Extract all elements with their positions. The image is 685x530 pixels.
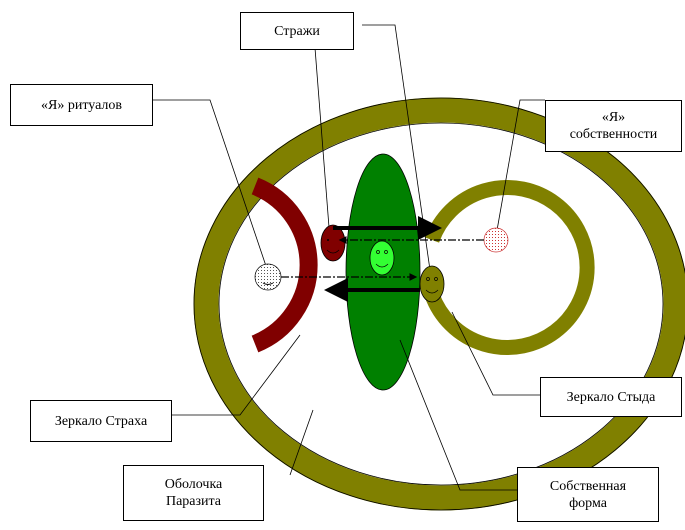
mirror-of-shame-arc [424,180,595,355]
label-guards: Стражи [240,12,354,50]
leader-lines [152,24,545,491]
label-ritual-self: «Я» ритуалов [10,84,153,126]
label-text: собственности [569,127,658,142]
mirror-of-fear-arc [251,177,318,353]
own-face-green [369,240,395,276]
label-text: Зеркало Страха [54,413,148,429]
guard-face-olive [419,265,445,303]
label-mirror-shame: Зеркало Стыда [540,377,682,417]
label-property-self: «Я» собственности [545,100,682,152]
guard-face-red [320,224,346,262]
label-text: форма [569,495,607,511]
label-text: Собственная [549,478,627,494]
label-mirror-fear: Зеркало Страха [30,400,172,442]
label-text: «Я» ритуалов [40,97,122,113]
label-text: Паразита [165,494,222,509]
label-text: Стражи [274,23,320,39]
label-text: Оболочка [164,477,223,492]
property-self-face [483,227,509,253]
label-text: Зеркало Стыда [566,389,656,405]
label-text: «Я» [601,110,626,125]
parasite-shell-ring [193,97,685,511]
ritual-self-face [254,263,282,291]
